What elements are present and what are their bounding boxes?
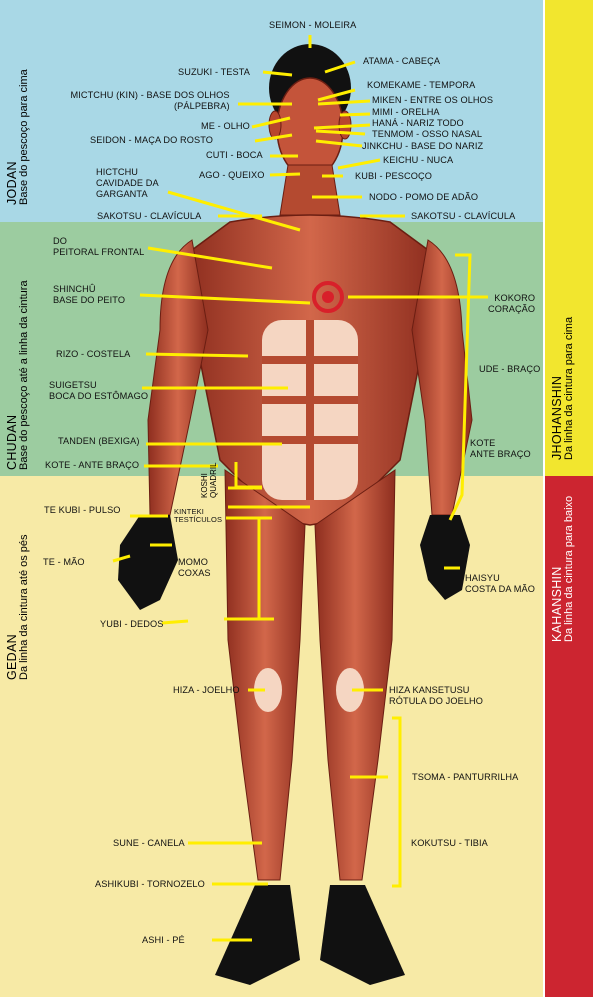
jodan-zone	[0, 0, 543, 222]
label-sakotsu-right: SAKOTSU - CLAVÍCULA	[411, 211, 516, 221]
label-shinchu: SHINCHÛ BASE DO PEITO	[53, 284, 125, 306]
label-mictchu-line2: (PÁLPEBRA)	[174, 101, 230, 111]
label-suzuki: SUZUKI - TESTA	[178, 67, 251, 77]
label-koshi: KOSHI QUADRIL	[200, 462, 218, 498]
label-kokoro-line1: KOKORO	[494, 293, 536, 303]
label-peitoral: DO PEITORAL FRONTAL	[53, 236, 144, 258]
label-tanden: TANDEN (BEXIGA)	[58, 436, 140, 446]
label-sakotsu-left: SAKOTSU - CLAVÍCULA	[97, 211, 202, 221]
label-jinkchu: JINKCHU - BASE DO NARIZ	[362, 141, 484, 151]
label-nodo: NODO - POMO DE ADÃO	[369, 192, 479, 202]
left-ear	[268, 110, 282, 140]
label-mictchu-line1: MICTCHU (KIN) - BASE DOS OLHOS	[70, 90, 230, 100]
label-hana: HANÁ - NARIZ TODO	[372, 118, 464, 128]
label-tekubi: TE KUBI - PULSO	[44, 505, 121, 515]
left-foot	[215, 885, 300, 985]
jhohanshin-band	[545, 0, 593, 476]
label-sune: SUNE - CANELA	[113, 838, 185, 848]
label-hiza-kansetusu: HIZA KANSETUSU RÓTULA DO JOELHO	[389, 685, 483, 707]
label-me: ME - OLHO	[201, 121, 250, 131]
label-atama: ATAMA - CABEÇA	[363, 56, 441, 66]
label-hictchu-line1: HICTCHU	[96, 167, 139, 177]
label-keichu: KEICHU - NUCA	[383, 155, 454, 165]
label-koshi-line2: QUADRIL	[209, 462, 218, 498]
label-shinchu-line2: BASE DO PEITO	[53, 295, 126, 305]
label-haisyu-line1: HAISYU	[465, 573, 500, 583]
label-rizo: RIZO - COSTELA	[56, 349, 131, 359]
bracket-lines	[234, 253, 472, 888]
label-kubi: KUBI - PESCOÇO	[355, 171, 432, 181]
pointer-lines	[112, 35, 488, 942]
label-seimon: SEIMON - MOLEIRA	[269, 20, 357, 30]
label-mictchu: MICTCHU (KIN) - BASE DOS OLHOS (PÁLPEBRA…	[68, 90, 230, 112]
label-kote-right-line1: KOTE	[470, 438, 496, 448]
label-haisyu: HAISYU COSTA DA MÃO	[465, 573, 535, 595]
label-te: TE - MÃO	[43, 557, 85, 567]
right-hand	[420, 515, 470, 600]
label-peitoral-line2: PEITORAL FRONTAL	[53, 247, 145, 257]
label-shinchu-line1: SHINCHÛ	[53, 284, 96, 294]
neck	[279, 164, 341, 216]
right-knee	[336, 668, 364, 712]
label-kokoro-line2: CORAÇÃO	[488, 304, 536, 314]
label-hiza-kansetusu-line2: RÓTULA DO JOELHO	[389, 696, 484, 706]
label-suigetsu-line1: SUIGETSU	[49, 380, 97, 390]
left-arm	[147, 239, 209, 516]
label-cuti: CUTI - BOCA	[206, 150, 263, 160]
label-momo: MOMO COXAS	[178, 557, 211, 579]
label-kote-right-line2: ANTE BRAÇO	[470, 449, 531, 459]
label-kinteki: KINTEKI TESTÍCULOS	[174, 508, 222, 524]
label-ashikubi: ASHIKUBI - TORNOZELO	[95, 879, 205, 889]
label-kokoro: KOKORO CORAÇÃO	[488, 293, 535, 315]
left-hand	[118, 515, 178, 610]
label-hiza: HIZA - JOELHO	[173, 685, 240, 695]
label-hictchu-line3: GARGANTA	[96, 189, 148, 199]
label-kote-right: KOTE ANTE BRAÇO	[470, 438, 531, 460]
label-tenmom: TENMOM - OSSO NASAL	[372, 129, 483, 139]
label-suigetsu-line2: BOCA DO ESTÔMAGO	[49, 391, 149, 401]
label-kokutsu: KOKUTSU - TIBIA	[411, 838, 488, 848]
label-seidon: SEIDON - MAÇA DO ROSTO	[90, 135, 214, 145]
label-komekame: KOMEKAME - TEMPORA	[367, 80, 476, 90]
label-ago: AGO - QUEIXO	[199, 170, 265, 180]
label-momo-line1: MOMO	[178, 557, 208, 567]
label-momo-line2: COXAS	[178, 568, 211, 578]
label-hictchu: HICTCHU CAVIDADE DA GARGANTA	[96, 167, 159, 200]
label-ashi: ASHI - PÉ	[142, 935, 185, 945]
left-knee	[254, 668, 282, 712]
label-yubi: YUBI - DEDOS	[100, 619, 164, 629]
label-mimi: MIMI - ORELHA	[372, 107, 440, 117]
label-kote-left: KOTE - ANTE BRAÇO	[45, 460, 140, 470]
label-haisyu-line2: COSTA DA MÃO	[465, 584, 535, 594]
label-peitoral-line1: DO	[53, 236, 67, 246]
label-hictchu-line2: CAVIDADE DA	[96, 178, 159, 188]
label-tsoma: TSOMA - PANTURRILHA	[412, 772, 519, 782]
kahanshin-band	[545, 476, 593, 997]
label-kinteki-line1: KINTEKI	[174, 507, 204, 516]
label-suigetsu: SUIGETSU BOCA DO ESTÔMAGO	[49, 380, 148, 402]
kyokushin-emblem	[312, 281, 344, 313]
label-koshi-line1: KOSHI	[200, 473, 209, 498]
label-kinteki-line2: TESTÍCULOS	[174, 515, 223, 524]
label-miken: MIKEN - ENTRE OS OLHOS	[372, 95, 494, 105]
label-hiza-kansetusu-line1: HIZA KANSETUSU	[389, 685, 470, 695]
right-foot	[320, 885, 405, 985]
label-ude: UDE - BRAÇO	[479, 364, 541, 374]
